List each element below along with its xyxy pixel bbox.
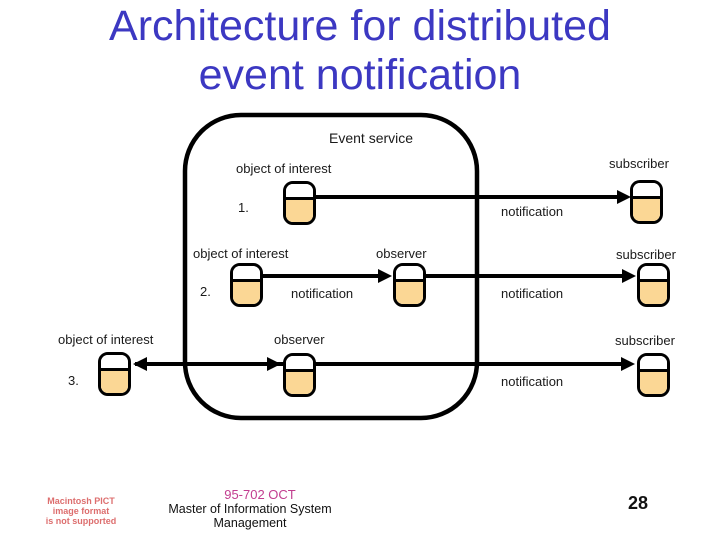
row2-object-of-interest-icon: [230, 263, 263, 307]
row2-notification-mid-label: notification: [291, 286, 354, 301]
icon-divider: [286, 197, 313, 200]
icon-divider: [286, 369, 313, 372]
icon-divider: [640, 369, 667, 372]
slide-title-line2: event notification: [198, 51, 522, 99]
row2-number: 2.: [200, 284, 211, 299]
icon-bottom-compartment: [286, 200, 313, 222]
icon-divider: [640, 279, 667, 282]
row1-subscriber-icon: [630, 180, 663, 224]
arrowhead-row3-object: [133, 357, 147, 371]
row2-subscriber-label: subscriber: [616, 247, 676, 262]
row3-subscriber-label: subscriber: [615, 333, 675, 348]
row3-subscriber-icon: [637, 353, 670, 397]
icon-bottom-compartment: [633, 199, 660, 221]
row3-object-of-interest-label: object of interest: [58, 332, 154, 347]
row3-object-of-interest-icon: [98, 352, 131, 396]
icon-divider: [233, 279, 260, 282]
arrowhead-row3-subscriber: [621, 357, 635, 371]
icon-top-compartment: [640, 356, 667, 369]
icon-top-compartment: [640, 266, 667, 279]
course-name-line2: Management: [213, 515, 287, 530]
pict-notice-line2: image format: [52, 506, 110, 516]
icon-top-compartment: [233, 266, 260, 279]
slide-title: Architecture for distributed event notif…: [0, 2, 720, 100]
icon-divider: [396, 279, 423, 282]
icon-top-compartment: [396, 266, 423, 279]
pict-notice-line3: is not supported: [45, 516, 117, 526]
icon-bottom-compartment: [286, 372, 313, 394]
row3-observer-label: observer: [274, 332, 325, 347]
course-name: Master of Information System Management: [150, 502, 350, 530]
row3-notification-label: notification: [501, 374, 564, 389]
icon-bottom-compartment: [233, 282, 260, 304]
event-service-box: [182, 112, 480, 421]
row1-object-of-interest-label: object of interest: [236, 161, 332, 176]
icon-divider: [633, 196, 660, 199]
event-service-label: Event service: [329, 130, 414, 146]
pict-format-notice: Macintosh PICT image format is not suppo…: [25, 496, 137, 526]
pict-notice-line1: Macintosh PICT: [47, 496, 115, 506]
arrowhead-row2-subscriber: [622, 269, 636, 283]
row2-notification-label: notification: [501, 286, 564, 301]
arrowhead-row2-observer: [378, 269, 392, 283]
row2-subscriber-icon: [637, 263, 670, 307]
slide-title-line1: Architecture for distributed: [109, 2, 611, 50]
icon-top-compartment: [286, 184, 313, 197]
row1-subscriber-label: subscriber: [609, 156, 669, 171]
icon-top-compartment: [101, 355, 128, 368]
row2-object-of-interest-label: object of interest: [193, 246, 289, 261]
arrowhead-row3-observer: [267, 357, 281, 371]
icon-top-compartment: [633, 183, 660, 196]
row1-notification-label: notification: [501, 204, 564, 219]
arrowhead-row1-subscriber: [617, 190, 631, 204]
row3-number: 3.: [68, 373, 79, 388]
icon-bottom-compartment: [101, 371, 128, 393]
course-name-line1: Master of Information System: [168, 502, 332, 516]
row2-observer-label: observer: [376, 246, 427, 261]
row1-object-of-interest-icon: [283, 181, 316, 225]
icon-bottom-compartment: [640, 282, 667, 304]
row1-number: 1.: [238, 200, 249, 215]
row2-observer-icon: [393, 263, 426, 307]
icon-bottom-compartment: [396, 282, 423, 304]
page-number: 28: [628, 493, 649, 513]
icon-divider: [101, 368, 128, 371]
course-code: 95-702 OCT: [224, 487, 296, 502]
icon-bottom-compartment: [640, 372, 667, 394]
row3-observer-icon: [283, 353, 316, 397]
icon-top-compartment: [286, 356, 313, 369]
